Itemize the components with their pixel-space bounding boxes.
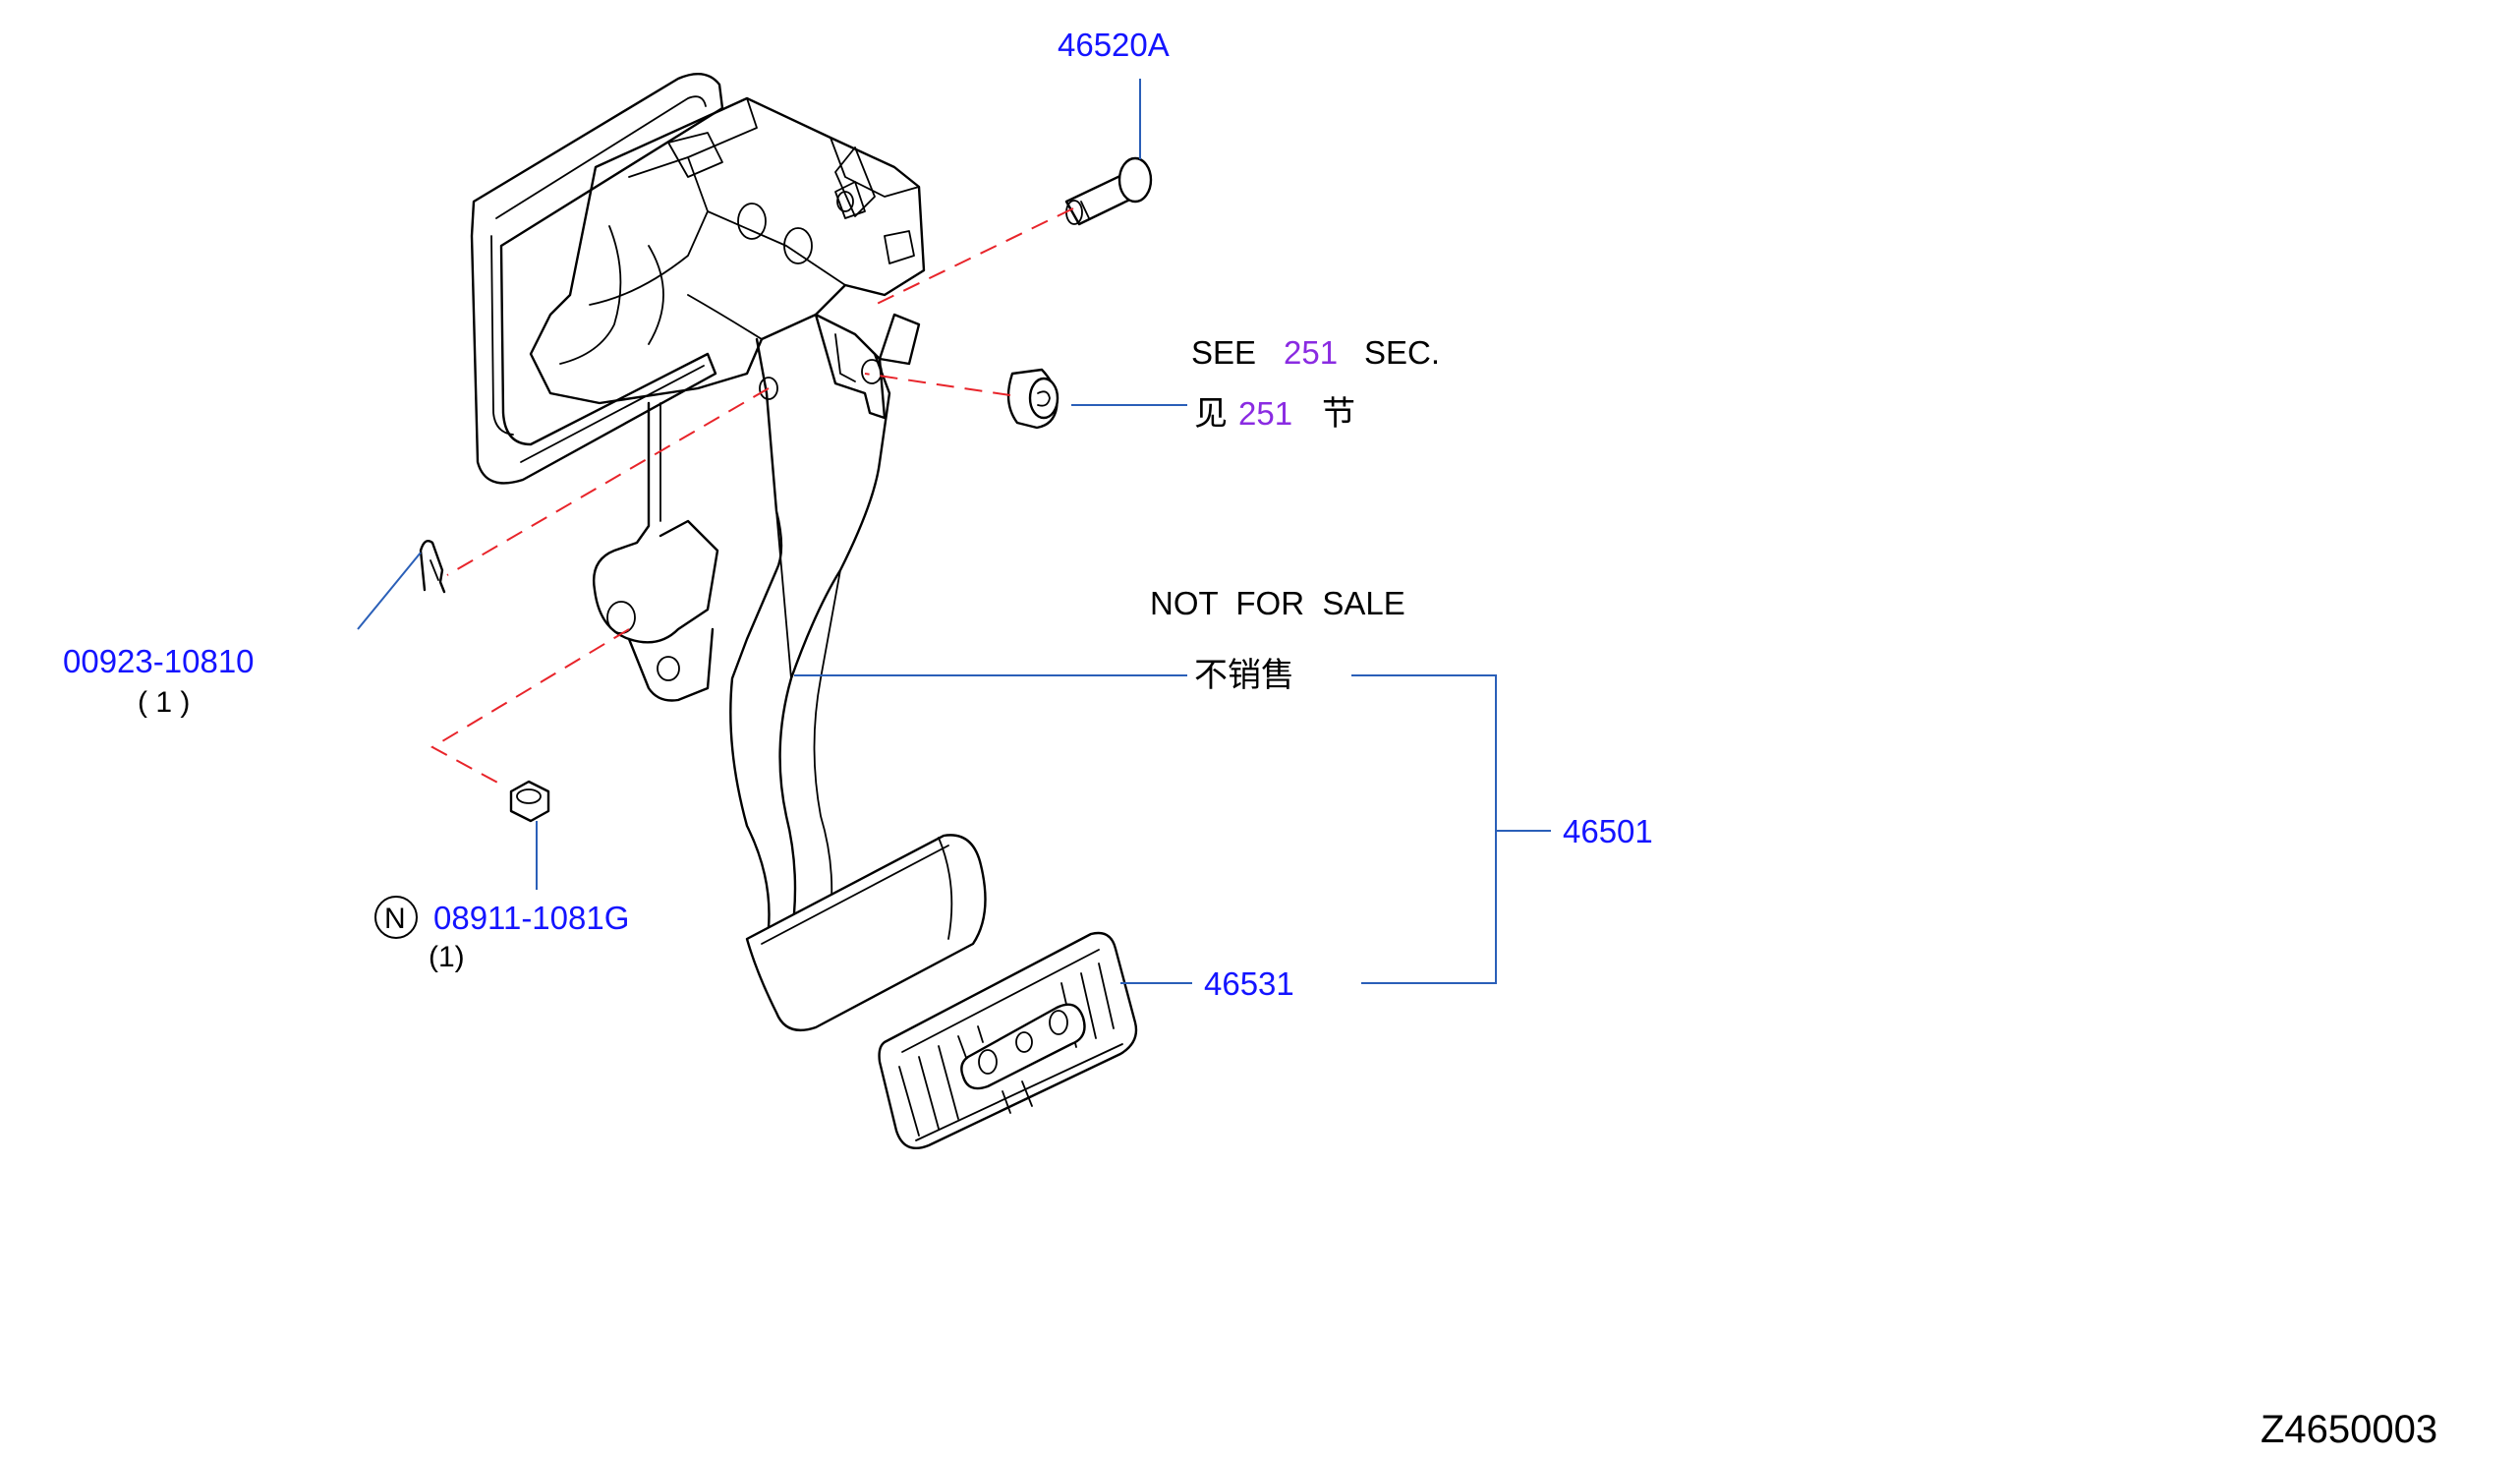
- see-section-suffix: SEC.: [1364, 334, 1440, 371]
- see-section-number-link[interactable]: 251: [1284, 334, 1338, 371]
- bushing-drawing: [1006, 368, 1060, 430]
- nut-drawing: [509, 780, 550, 823]
- part-number-46520A[interactable]: 46520A: [1058, 27, 1170, 63]
- pedal-pad-cover-drawing: [878, 931, 1138, 1150]
- assembly-guide-lines: [430, 207, 1074, 786]
- not-for-sale-note-cn: 不销售: [1194, 656, 1294, 695]
- part-number-08911-1081G[interactable]: 08911-1081G: [433, 900, 629, 936]
- pedal-bracket-drawing: [470, 73, 926, 702]
- pedal-pad-base-drawing: [745, 834, 987, 1032]
- see-section-number-link-cn[interactable]: 251: [1238, 395, 1292, 432]
- see-section-prefix: SEE: [1191, 334, 1256, 371]
- clevis-pin-drawing: [1064, 156, 1153, 226]
- clip-drawing: [419, 540, 446, 594]
- non-reusable-badge: N: [374, 896, 418, 939]
- clip-quantity: ( 1 ): [138, 686, 190, 719]
- non-reusable-badge-letter: N: [384, 903, 406, 935]
- leader-lines: [357, 79, 1551, 984]
- not-for-sale-note: NOT FOR SALE: [1150, 585, 1405, 621]
- part-number-46501[interactable]: 46501: [1563, 813, 1653, 849]
- part-number-00923-10810[interactable]: 00923-10810: [63, 643, 255, 679]
- pedal-arm-drawing: [729, 337, 891, 946]
- part-number-46531[interactable]: 46531: [1204, 965, 1294, 1002]
- see-section-suffix-cn: 节: [1322, 394, 1355, 434]
- nut-quantity: (1): [429, 941, 465, 973]
- diagram-code: Z4650003: [2261, 1408, 2437, 1451]
- see-section-prefix-cn: 见: [1194, 394, 1228, 434]
